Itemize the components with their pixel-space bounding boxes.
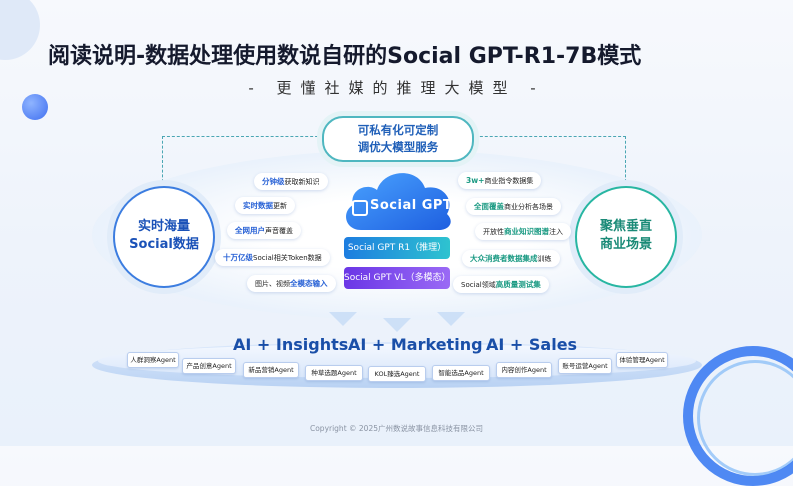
agent-tag: KOL臻选Agent (368, 366, 426, 382)
cloud-icon (346, 173, 451, 230)
right-circle-line-1: 聚焦垂直 (599, 219, 652, 234)
chevron-down-icon (437, 312, 465, 326)
model-vl-badge: Social GPT VL（多模态） (344, 267, 450, 289)
chevron-down-icon (383, 318, 411, 332)
feature-chip: 全面覆盖商业分析各场景 (466, 198, 561, 215)
right-circle-line-2: 商业场景 (599, 237, 652, 252)
feature-chip: 分钟级获取新知识 (254, 173, 328, 190)
agent-tag: 产品创意Agent (182, 358, 236, 374)
connector-right (470, 136, 626, 187)
copyright-footer: Copyright © 2025广州数说故事信息科技有限公司 (309, 424, 483, 433)
pill-line-1: 可私有化可定制 (357, 123, 439, 137)
feature-chip: 全网用户声音覆盖 (227, 222, 301, 239)
page-title: 阅读说明-数据处理使用数说自研的Social GPT-R1-7B模式 (48, 44, 642, 69)
feature-chip: 实时数据更新 (235, 197, 295, 214)
feature-chip: 图片、视频全模态输入 (247, 275, 336, 292)
decorative-circle (0, 0, 40, 60)
left-circle-line-1: 实时海量 (137, 219, 190, 234)
realtime-data-circle: 实时海量 Social数据 (113, 186, 215, 288)
agent-tag: 新品营销Agent (243, 362, 299, 378)
feature-chip: 大众消费者数据集成训练 (462, 250, 560, 267)
agent-tag: 体验管理Agent (616, 352, 668, 368)
brand-logo-icon (352, 200, 368, 216)
ai-marketing-label: AI + Marketing (348, 335, 483, 354)
page-subtitle: - 更懂社媒的推理大模型 - (248, 79, 545, 97)
ai-sales-label: AI + Sales (486, 335, 578, 354)
feature-chip: 十万亿级Social相关Token数据 (215, 249, 330, 266)
connector-left (162, 136, 323, 187)
pill-line-2: 调优大模型服务 (357, 140, 439, 154)
feature-chip: 3w+商业指令数据集 (458, 172, 542, 189)
agent-tag: 智能选品Agent (432, 365, 490, 381)
agent-tag: 内容创作Agent (496, 362, 552, 378)
agent-tag: 人群洞察Agent (127, 352, 179, 368)
model-r1-badge: Social GPT R1（推理） (344, 237, 450, 259)
ai-insights-label: AI + Insights (233, 335, 349, 354)
agent-tag: 账号运营Agent (558, 358, 612, 374)
private-deploy-pill: 可私有化可定制 调优大模型服务 (322, 116, 474, 162)
feature-chip: 开放性商业知识图谱注入 (475, 223, 571, 240)
left-circle-line-2: Social数据 (129, 237, 199, 252)
vertical-scenario-circle: 聚焦垂直 商业场景 (575, 186, 677, 288)
chevron-down-icon (329, 312, 357, 326)
brand-name: Social GPT (370, 198, 453, 213)
agent-tag: 种草选题Agent (305, 365, 363, 381)
feature-chip: Social领域高质量测试集 (453, 276, 549, 293)
decorative-blue-dot (22, 94, 48, 120)
